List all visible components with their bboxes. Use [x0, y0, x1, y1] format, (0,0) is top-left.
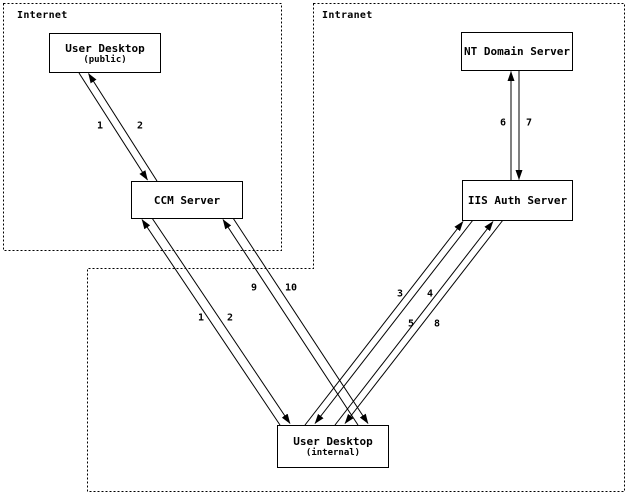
edge-label-10: 10: [284, 282, 298, 294]
node-nt-domain-server: NT Domain Server: [461, 32, 573, 71]
edge-label-5: 5: [407, 318, 415, 330]
edge-line-ccm-to-public-2: [88, 73, 158, 182]
node-title: User Desktop: [65, 41, 145, 55]
edge-line-internal-to-iis-3: [304, 221, 464, 426]
edge-label-7: 7: [525, 117, 533, 129]
node-iis-auth-server: IIS Auth Server: [462, 180, 573, 221]
edge-line-iis-to-internal-4: [314, 219, 474, 424]
edge-label-1-public: 1: [96, 120, 104, 132]
edge-line-internal-to-iis-5: [334, 221, 494, 426]
edge-line-internal-to-ccm-1: [141, 219, 281, 426]
intranet-region-border: [87, 3, 625, 492]
edge-line-internal-to-ccm-9: [222, 219, 359, 426]
edge-label-4: 4: [426, 288, 434, 300]
edge-line-public-to-ccm-1: [78, 72, 148, 181]
edge-line-ccm-to-internal-2: [151, 217, 291, 424]
node-subtitle: (internal): [305, 448, 361, 458]
node-title: User Desktop: [293, 435, 373, 448]
internet-region-label: Internet: [17, 10, 68, 21]
edge-label-3: 3: [396, 288, 404, 300]
intranet-region-label: Intranet: [322, 10, 373, 21]
edge-label-2-public: 2: [136, 120, 144, 132]
edge-line-ccm-to-internal-10: [232, 217, 369, 424]
node-title: NT Domain Server: [464, 45, 570, 58]
edge-label-2-internal: 2: [226, 312, 234, 324]
edge-label-9: 9: [250, 282, 258, 294]
node-title: CCM Server: [153, 193, 221, 207]
internet-region-border: [3, 3, 282, 251]
edge-label-8: 8: [433, 318, 441, 330]
edge-label-1-internal: 1: [197, 312, 205, 324]
node-user-desktop-internal: User Desktop (internal): [277, 425, 389, 468]
edge-line-iis-to-internal-8: [344, 219, 504, 424]
node-subtitle: (public): [83, 54, 127, 65]
node-user-desktop-public: User Desktop (public): [49, 33, 161, 73]
node-title: IIS Auth Server: [467, 194, 568, 207]
edge-label-6: 6: [499, 117, 507, 129]
node-ccm-server: CCM Server: [131, 181, 243, 219]
